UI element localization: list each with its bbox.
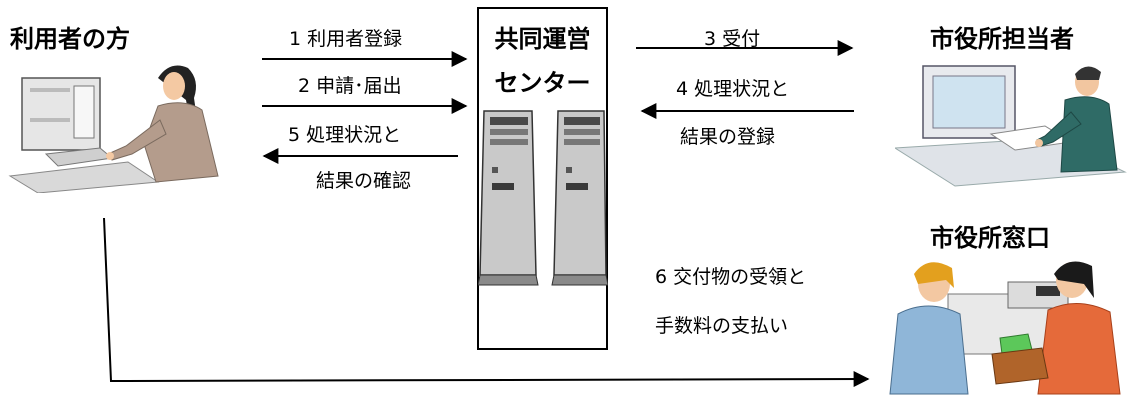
step-4-label-line1: 4 処理状況と [676, 78, 790, 100]
step-4-label-line2: 結果の登録 [680, 126, 776, 148]
user-heading: 利用者の方 [10, 25, 130, 53]
city-staff-heading: 市役所担当者 [930, 25, 1074, 53]
city-window-heading: 市役所窓口 [930, 224, 1050, 252]
step-1-label: 1 利用者登録 [289, 28, 403, 50]
center-title-line1: 共同運営 [494, 25, 591, 53]
step-5-label-line2: 結果の確認 [316, 170, 412, 192]
step-2-label: 2 申請･届出 [298, 75, 402, 97]
city-staff-illustration [895, 65, 1127, 187]
step-6-label-line1: 6 交付物の受領と [655, 266, 807, 288]
server-illustration [478, 110, 608, 286]
center-title-line2: センター [494, 69, 591, 97]
user-computer-illustration [8, 65, 219, 193]
city-window-illustration [889, 261, 1121, 395]
step-3-label: 3 受付 [704, 28, 761, 50]
step-6-label-line2: 手数料の支払い [655, 315, 789, 337]
arrow-to-window [103, 217, 870, 388]
step-5-label-line1: 5 処理状況と [288, 124, 402, 146]
